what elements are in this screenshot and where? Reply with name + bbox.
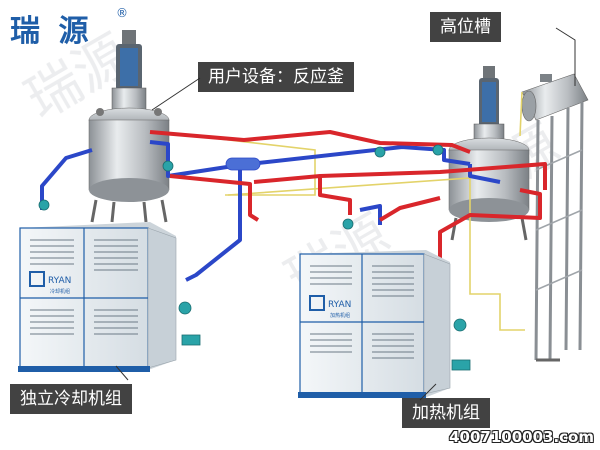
- label-cooling-unit: 独立冷却机组: [10, 384, 132, 414]
- high-level-tank: [521, 73, 589, 362]
- label-heating-unit: 加热机组: [402, 398, 490, 428]
- leader-lines: [115, 27, 576, 401]
- cooling-cabinet: RYAN 冷却机组: [18, 222, 177, 372]
- phone-number: 4007100003.com: [449, 428, 594, 446]
- label-reactor: 用户设备：反应釜: [198, 62, 354, 92]
- heating-cabinet: RYAN 加热机组: [298, 250, 451, 398]
- hot-pipes: [149, 130, 547, 260]
- cooling-cabinet-brand: RYAN: [48, 276, 71, 286]
- cooling-cabinet-subtext: 冷却机组: [50, 288, 70, 295]
- brand-logo: 瑞 源: [10, 14, 93, 49]
- left-reactor: [88, 30, 170, 223]
- heating-cabinet-brand: RYAN: [328, 300, 351, 310]
- heating-cabinet-subtext: 加热机组: [330, 312, 350, 319]
- label-high-tank: 高位槽: [430, 12, 501, 42]
- registered-mark: ®: [116, 6, 128, 20]
- valves: [38, 144, 471, 371]
